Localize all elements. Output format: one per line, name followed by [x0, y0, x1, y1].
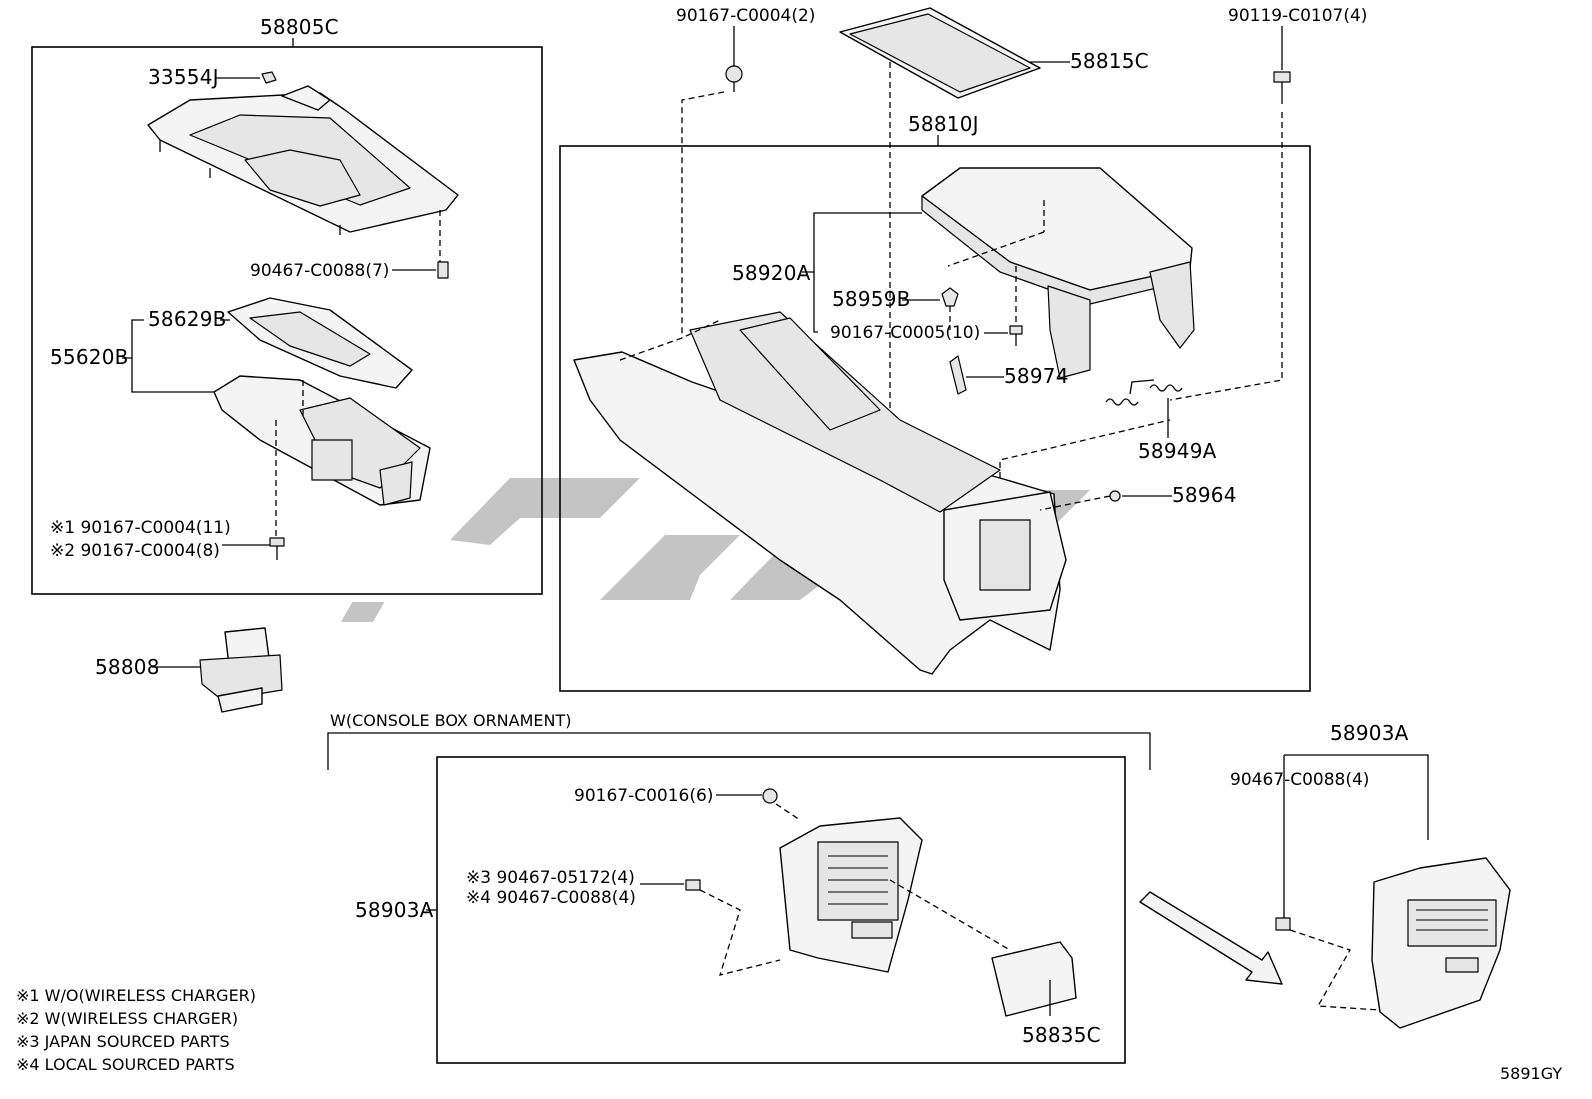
note2-label[interactable]: ※2 90167-C0004(8): [50, 541, 220, 561]
label-90467-C0088-4[interactable]: 90467-C0088(4): [1230, 770, 1369, 790]
label-90167-C0005-10[interactable]: 90167-C0005(10): [830, 323, 980, 343]
figure-code: 5891GY: [1500, 1064, 1562, 1083]
group-box-58903A: [436, 756, 1126, 1064]
console-box-group: 58810J 58920A 58959B 90: [559, 112, 1311, 692]
rear-vent-panel-right: [1371, 857, 1511, 1029]
shift-panel-group: 58805C 33554J 90467-C0088(7) 58629B 5562…: [31, 15, 543, 595]
label-90167-C0016-6[interactable]: 90167-C0016(6): [574, 786, 713, 806]
ornament-group: W(CONSOLE BOX ORNAMENT) 90167-C0016(6) ※…: [327, 711, 1151, 1064]
legend-item-1: ※1 W/O(WIRELESS CHARGER): [16, 986, 256, 1005]
part-58808: [199, 627, 283, 713]
screw-90167-C0005: [1009, 325, 1023, 346]
rear-vent-right-group: 58903A 90467-C0088(4): [1230, 721, 1511, 1029]
label-58949A[interactable]: 58949A: [1138, 439, 1217, 463]
screw-90167-C0016: [762, 788, 778, 804]
direction-arrow: [1139, 891, 1283, 985]
label-58959B[interactable]: 58959B: [832, 287, 911, 311]
label-58805C[interactable]: 58805C: [260, 15, 339, 39]
console-body: [573, 311, 1067, 675]
part-58808-group: 58808: [95, 627, 283, 713]
footnote-legend: ※1 W/O(WIRELESS CHARGER) ※2 W(WIRELESS C…: [16, 986, 256, 1074]
clip-90467-ornament: [685, 879, 701, 891]
label-55620B[interactable]: 55620B: [50, 345, 129, 369]
note4-label[interactable]: ※4 90467-C0088(4): [466, 888, 636, 908]
part-58964: [1109, 490, 1121, 502]
legend-item-3: ※3 JAPAN SOURCED PARTS: [16, 1032, 230, 1051]
label-90119-C0107-4[interactable]: 90119-C0107(4): [1228, 6, 1367, 26]
shift-bezel-58805C: [147, 85, 459, 235]
label-58835C[interactable]: 58835C: [1022, 1023, 1101, 1047]
note3-label[interactable]: ※3 90467-05172(4): [466, 868, 635, 888]
label-58903A-left[interactable]: 58903A: [355, 898, 434, 922]
label-58815C[interactable]: 58815C: [1070, 49, 1149, 73]
group-box-58810J: [559, 145, 1311, 692]
legend-item-2: ※2 W(WIRELESS CHARGER): [16, 1009, 238, 1028]
tray-55620B: [213, 375, 431, 506]
label-90167-C0004-2[interactable]: 90167-C0004(2): [676, 6, 815, 26]
note1-label[interactable]: ※1 90167-C0004(11): [50, 518, 231, 538]
label-58974[interactable]: 58974: [1004, 364, 1069, 388]
label-58920A[interactable]: 58920A: [732, 261, 811, 285]
group-title-console-box-ornament: W(CONSOLE BOX ORNAMENT): [330, 711, 572, 730]
legend-item-4: ※4 LOCAL SOURCED PARTS: [16, 1055, 235, 1074]
clip-90467-C0088-right: [1275, 917, 1291, 931]
label-58808[interactable]: 58808: [95, 655, 160, 679]
label-58629B[interactable]: 58629B: [148, 307, 227, 331]
clip-90467-C0088: [437, 261, 449, 279]
bolt-90119-C0107: [1273, 71, 1291, 104]
lid-58815C: [839, 7, 1041, 99]
clip-58959B: [941, 287, 959, 307]
rear-vent-panel-58903A: [779, 817, 923, 973]
screw-90167-C0004-2: [725, 65, 743, 92]
label-58903A-right[interactable]: 58903A: [1330, 721, 1409, 745]
label-90467-C0088-7[interactable]: 90467-C0088(7): [250, 261, 389, 281]
label-33554J[interactable]: 33554J: [148, 65, 219, 89]
clip-33554J: [261, 71, 277, 84]
springs-58949A: [1105, 379, 1183, 406]
label-58810J[interactable]: 58810J: [908, 112, 979, 136]
label-58964[interactable]: 58964: [1172, 483, 1237, 507]
group-box-58805C: [31, 46, 543, 595]
ornament-58835C: [991, 941, 1077, 1017]
screw-90167-C0004: [269, 537, 285, 560]
part-58974: [949, 355, 967, 395]
armrest-58920A: [921, 167, 1195, 379]
